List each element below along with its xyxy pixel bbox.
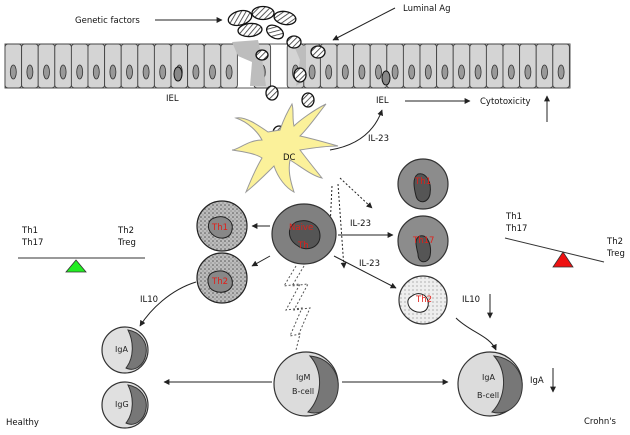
naive-to-th2-right-arrow — [333, 255, 397, 289]
epithelial-nucleus — [76, 64, 84, 80]
bcell-iga-type-label: B-cell — [477, 391, 499, 400]
plasma-igg-label: IgG — [115, 400, 129, 409]
balance-right-treg: Treg — [606, 249, 625, 259]
dc-dotted-arrow-down-1 — [337, 183, 347, 269]
epithelial-nucleus — [225, 64, 233, 80]
il23-low-label: IL-23 — [359, 259, 380, 269]
epithelial-nucleus — [491, 64, 499, 80]
th2-to-bcell-iga-arrow — [455, 317, 497, 351]
genetic-factors-label: Genetic factors — [75, 16, 140, 26]
il23-top-label: IL-23 — [368, 134, 389, 144]
right-th17-nucleus — [415, 235, 431, 263]
epithelial-nucleus — [192, 64, 200, 80]
epithelial-nucleus — [26, 64, 34, 80]
epithelial-nucleus — [524, 64, 532, 80]
epithelial-nucleus — [341, 64, 349, 80]
plasma-iga-label: IgA — [115, 345, 128, 354]
right-th1-label: Th1 — [414, 177, 431, 187]
epithelial-nucleus — [109, 64, 117, 80]
balance-left-th17: Th17 — [21, 238, 43, 248]
epithelial-nucleus — [507, 64, 515, 80]
epithelial-layer — [4, 43, 571, 89]
right-th2-label: Th2 — [415, 295, 432, 305]
dendritic-cell — [231, 102, 339, 194]
naive-to-th2-left-arrow — [251, 255, 271, 267]
iel-cell-right — [381, 70, 391, 86]
plasma-cell-igg-nucleus — [125, 384, 147, 425]
bcell-igm-nucleus — [307, 355, 339, 414]
left-th2-label: Th2 — [211, 277, 228, 287]
plasma-cell-iga-nucleus — [125, 329, 147, 370]
luminal-ag-arrow — [332, 7, 396, 41]
balance-left-treg: Treg — [117, 238, 136, 248]
right-th1-nucleus — [413, 173, 431, 203]
epithelial-nucleus — [159, 64, 167, 80]
balance-right-th17: Th17 — [505, 224, 527, 234]
right-th2-nucleus — [407, 293, 429, 313]
balance-left-th2: Th2 — [117, 226, 134, 236]
healthy-label: Healthy — [6, 418, 39, 428]
epithelial-nucleus — [474, 64, 482, 80]
epithelial-nucleus — [358, 64, 366, 80]
epithelial-nucleus — [308, 64, 316, 80]
epithelial-nucleus — [441, 64, 449, 80]
il10-right-label: IL10 — [462, 295, 480, 305]
iel-cell-left — [173, 66, 183, 82]
balance-right-th1: Th1 — [505, 212, 522, 222]
il10-left-arrow — [139, 281, 197, 327]
epithelial-nucleus — [9, 64, 17, 80]
balance-healthy: Th1 Th17 Th2 Treg — [18, 226, 145, 273]
balance-right-fulcrum — [552, 251, 574, 268]
epithelial-nucleus — [142, 64, 150, 80]
epithelial-nucleus — [43, 64, 50, 80]
naive-label: Naive — [289, 223, 313, 233]
naive-th-nucleus — [289, 220, 321, 250]
epithelial-nucleus — [541, 64, 548, 80]
iel-left-label: IEL — [166, 94, 179, 104]
bcell-igm-type-label: B-cell — [292, 387, 314, 396]
balance-left-th1: Th1 — [21, 226, 38, 236]
iel-right-label: IEL — [376, 96, 389, 106]
left-th2-nucleus — [207, 270, 233, 293]
bcell-iga-label: IgA — [482, 373, 495, 382]
balance-crohns: Th1 Th17 Th2 Treg — [504, 212, 625, 268]
epithelial-nucleus — [424, 64, 432, 80]
epithelial-nucleus — [92, 64, 100, 80]
dc-dotted-arrow-down-2 — [329, 185, 333, 229]
bcell-igm-label: IgM — [296, 373, 310, 382]
balance-right-th2: Th2 — [606, 237, 623, 247]
epithelial-nucleus — [59, 64, 67, 80]
epithelial-nucleus — [458, 64, 465, 80]
iga-right-label: IgA — [530, 376, 544, 386]
left-th1-label: Th1 — [211, 223, 228, 233]
epithelial-nucleus — [126, 64, 133, 80]
il23-mid-label: IL-23 — [350, 219, 371, 229]
epithelial-nucleus — [391, 64, 399, 80]
il10-left-label: IL10 — [140, 295, 158, 305]
epithelial-nucleus — [325, 64, 333, 80]
epithelial-nucleus — [209, 64, 216, 80]
luminal-ag-label: Luminal Ag — [403, 4, 451, 14]
right-th17-label: Th17 — [412, 236, 434, 246]
epithelial-nucleus — [408, 64, 416, 80]
epithelial-nucleus — [375, 64, 382, 80]
naive-to-bcell-lightning — [283, 265, 303, 351]
dc-dotted-arrow-right — [339, 177, 373, 209]
left-th1-nucleus — [207, 216, 233, 239]
balance-right-beam — [504, 237, 605, 263]
dc-label: DC — [283, 153, 296, 163]
epithelial-nucleus — [557, 64, 565, 80]
crohns-label: Crohn's — [584, 417, 617, 427]
balance-left-fulcrum — [65, 259, 87, 273]
bcell-iga-nucleus — [491, 355, 523, 414]
dc-to-iel-arrow — [329, 109, 384, 151]
naive-th-label: Th — [297, 241, 309, 251]
cytotoxicity-label: Cytotoxicity — [480, 97, 531, 107]
